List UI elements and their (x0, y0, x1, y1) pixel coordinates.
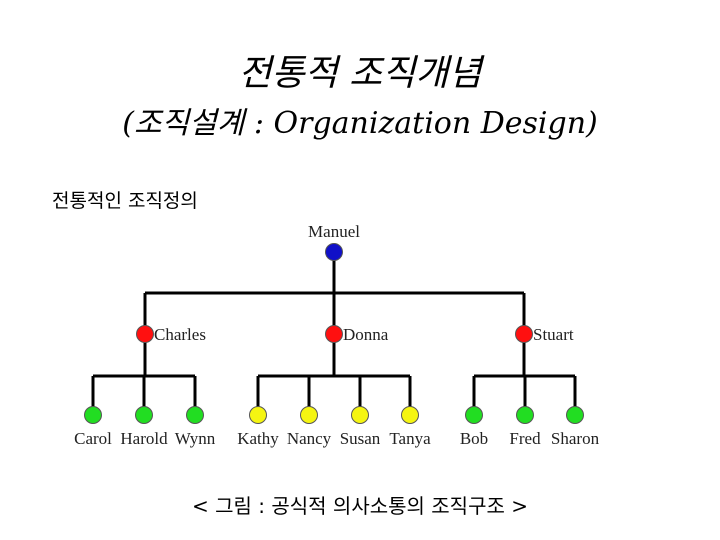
manager-label: Stuart (533, 325, 574, 344)
member-node (516, 406, 534, 424)
manager-node (515, 325, 533, 343)
member-label: Susan (340, 429, 381, 448)
member-label: Bob (460, 429, 488, 448)
member-label: Carol (74, 429, 112, 448)
section-heading: 전통적인 조직정의 (52, 190, 198, 212)
member-node (249, 406, 267, 424)
member-node (351, 406, 369, 424)
manager-node (136, 325, 154, 343)
member-node (186, 406, 204, 424)
member-node (465, 406, 483, 424)
member-node (135, 406, 153, 424)
slide-title: 전통적 조직개념 (238, 53, 482, 94)
member-label: Kathy (237, 429, 279, 448)
slide-subtitle: (조직설계 : Organization Design) (122, 106, 598, 141)
manager-label: Charles (154, 325, 206, 344)
member-label: Tanya (389, 429, 431, 448)
member-label: Harold (120, 429, 168, 448)
manager-label: Donna (343, 325, 389, 344)
member-node (84, 406, 102, 424)
member-label: Sharon (551, 429, 600, 448)
root-node (325, 243, 343, 261)
member-node (566, 406, 584, 424)
member-node (401, 406, 419, 424)
member-label: Nancy (287, 429, 332, 448)
root-label: Manuel (308, 222, 360, 241)
figure-caption: < 그림 : 공식적 의사소통의 조직구조 > (192, 494, 528, 518)
member-label: Wynn (175, 429, 216, 448)
member-label: Fred (509, 429, 541, 448)
manager-node (325, 325, 343, 343)
member-node (300, 406, 318, 424)
